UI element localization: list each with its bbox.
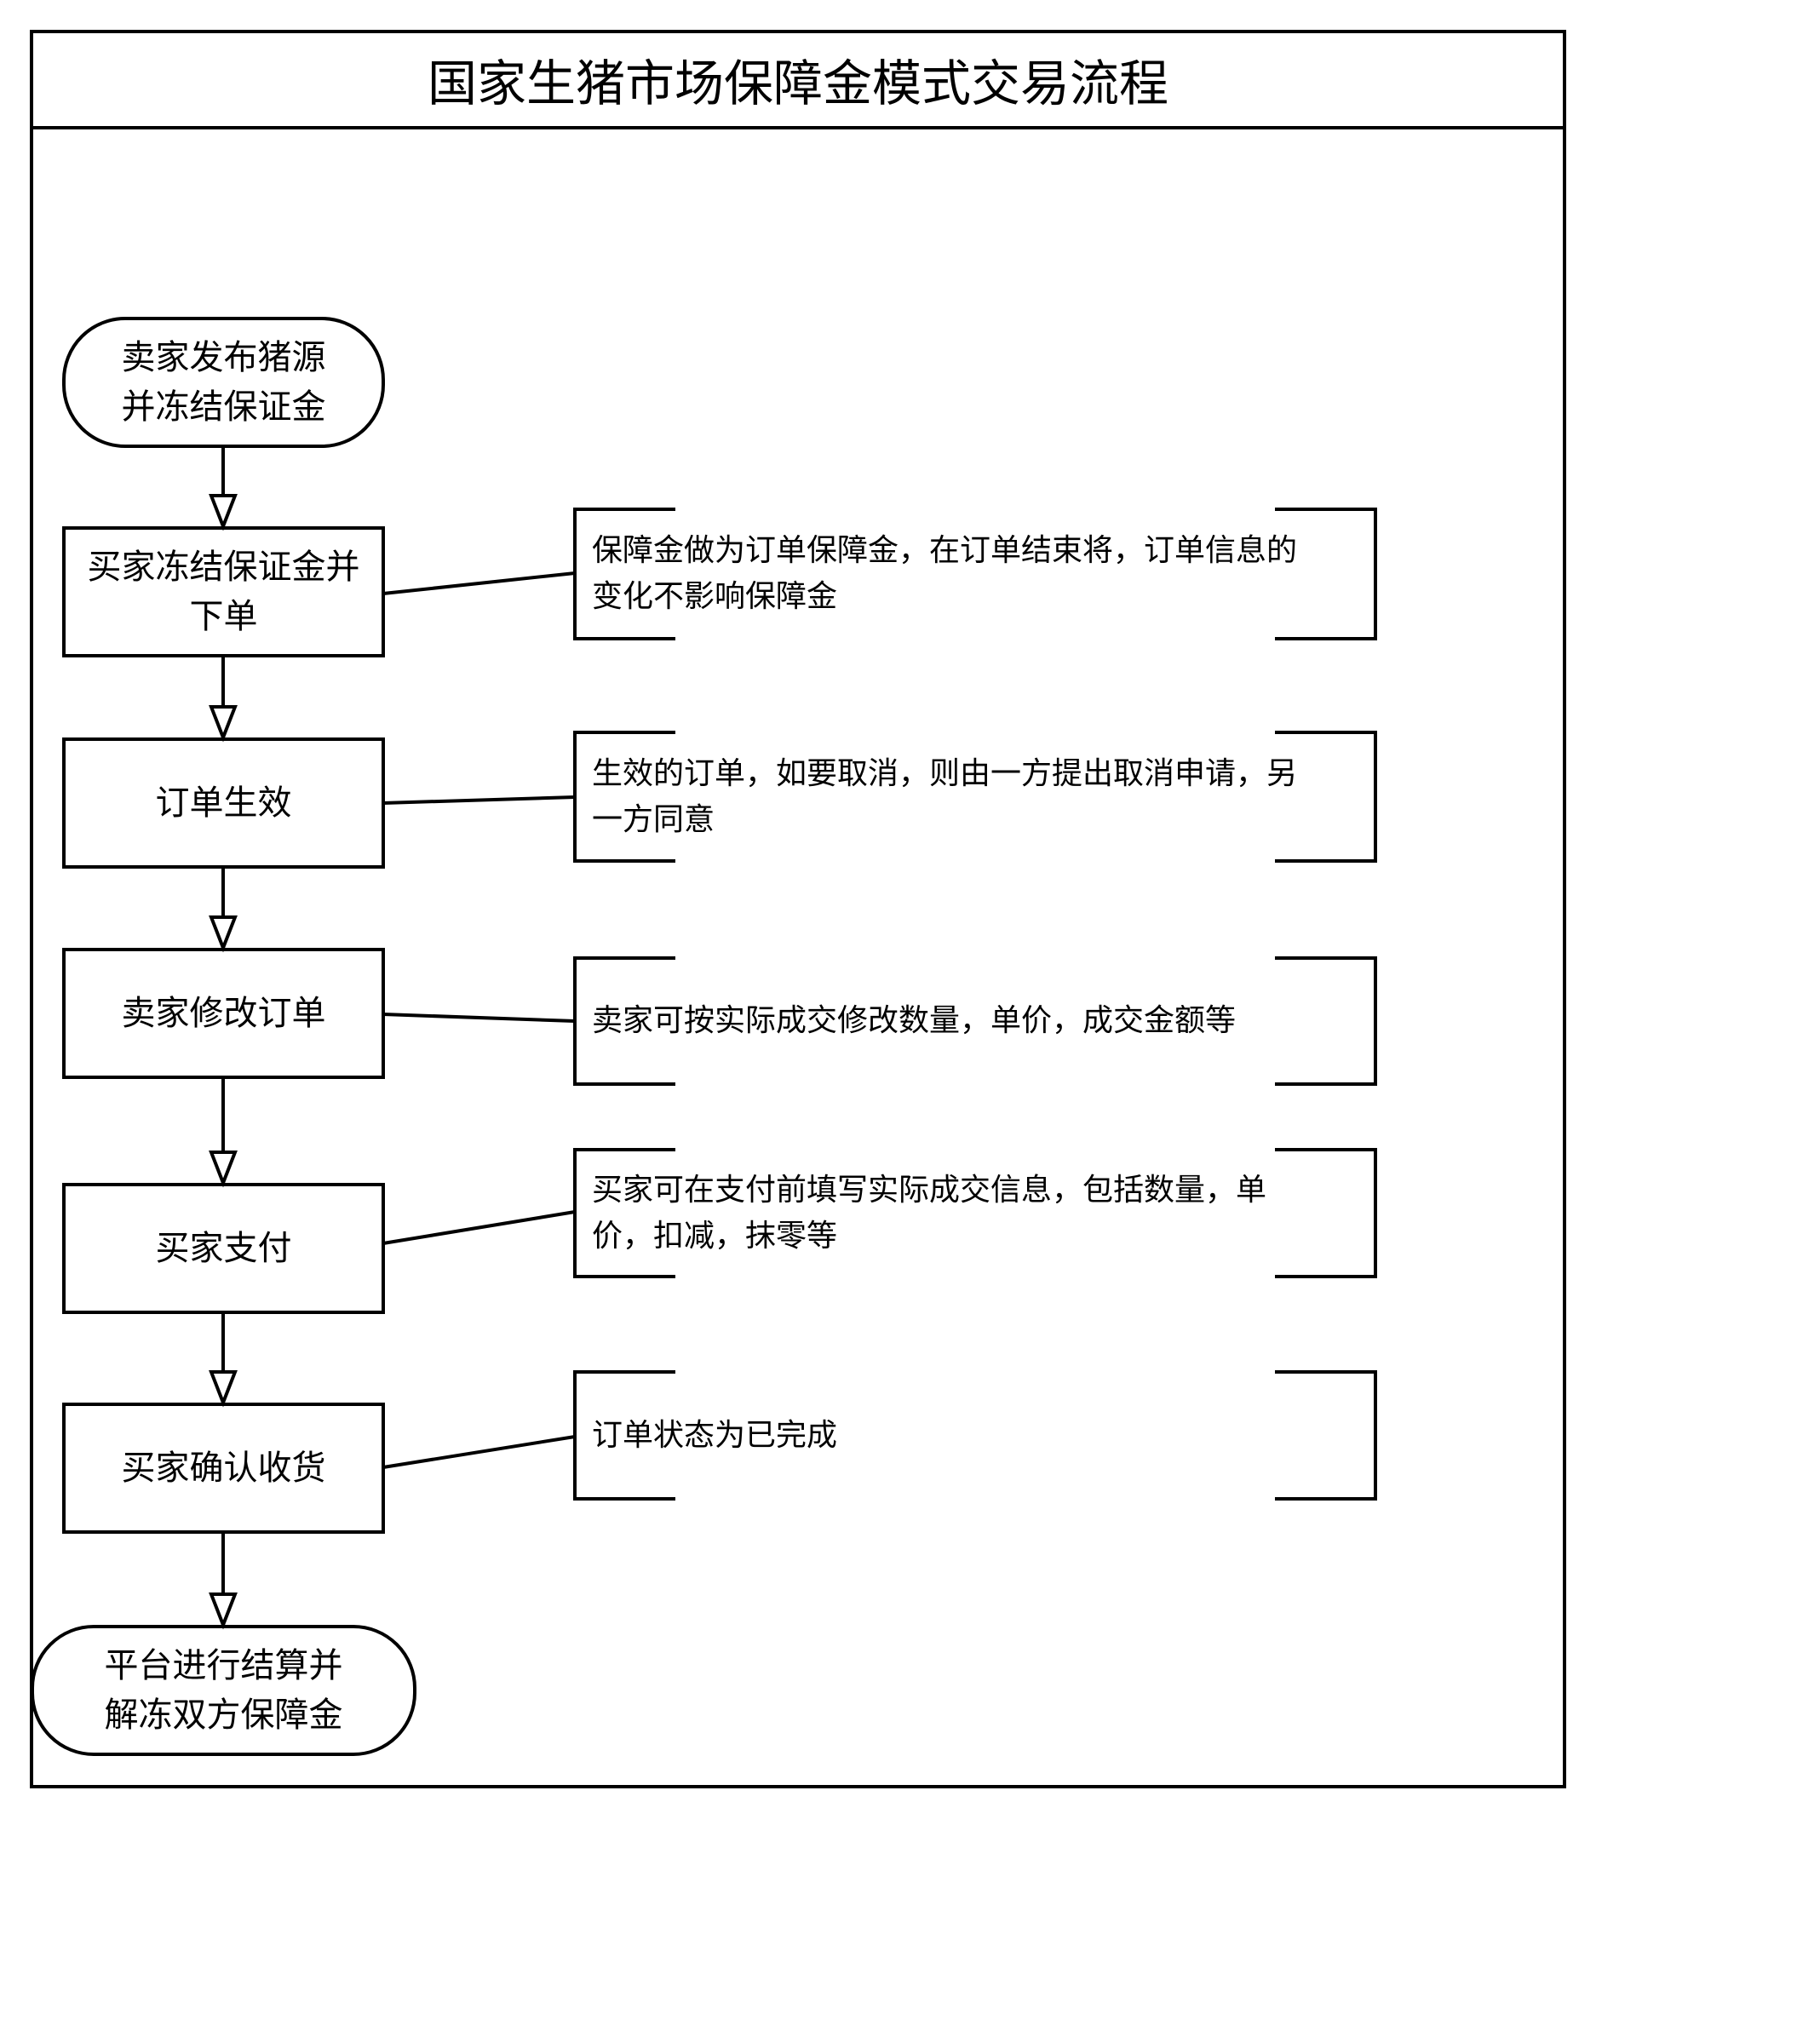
- annotation-bracket-left: [573, 508, 675, 640]
- annotation-text: 卖家可按实际成交修改数量，单价，成交金额等: [592, 1003, 1237, 1038]
- flow-node-seller-modify: [62, 948, 385, 1079]
- flow-node-label: 卖家发布猪源 并冻结保证金: [121, 338, 326, 427]
- annotation-bracket-right: [1275, 1148, 1377, 1278]
- annotation-bracket-left: [573, 956, 675, 1086]
- annotation-text: 保障金做为订单保障金，在订单结束将，订单信息的 变化不影响保障金: [592, 533, 1298, 614]
- annotation-bracket-right: [1275, 508, 1377, 640]
- annotation-connector: [382, 1013, 576, 1023]
- annotation-bracket-left: [573, 731, 675, 863]
- annotation-connector: [382, 571, 576, 595]
- flow-node-buyer-confirm: [62, 1403, 385, 1534]
- arrowhead-icon: [209, 1370, 238, 1408]
- flow-node-label: 买家冻结保证金并 下单: [87, 548, 360, 636]
- flow-node-label: 订单生效: [155, 783, 292, 823]
- flow-node-label: 平台进行结算并 解冻双方保障金: [104, 1646, 343, 1735]
- flow-node-label: 买家确认收货: [121, 1449, 326, 1488]
- annotation-text: 生效的订单，如要取消，则由一方提出取消申请，另 一方同意: [592, 755, 1298, 837]
- annotation-bracket-right: [1275, 956, 1377, 1086]
- flow-node-buyer-freeze: [62, 526, 385, 657]
- pool-frame: [30, 30, 1566, 1788]
- annotation-bracket-left: [573, 1370, 675, 1501]
- arrowhead-icon: [209, 915, 238, 953]
- arrowhead-icon: [209, 705, 238, 743]
- diagram-title: 国家生猪市场保障金模式交易流程: [427, 54, 1168, 112]
- annotation-connector: [382, 1435, 576, 1469]
- arrowhead-icon: [209, 494, 238, 531]
- arrowhead-icon: [209, 1151, 238, 1188]
- annotation-text: 订单状态为已完成: [592, 1417, 838, 1453]
- annotation-connector: [382, 795, 576, 805]
- annotation-connector: [382, 1210, 576, 1245]
- annotation-bracket-left: [573, 1148, 675, 1278]
- annotation-bracket-right: [1275, 1370, 1377, 1501]
- flow-node-buyer-pay: [62, 1183, 385, 1314]
- annotation-text: 买家可在支付前填写实际成交信息，包括数量，单 价，扣减，抹零等: [592, 1172, 1267, 1254]
- flow-node-label: 卖家修改订单: [121, 994, 326, 1033]
- arrowhead-icon: [209, 1593, 238, 1630]
- annotation-bracket-right: [1275, 731, 1377, 863]
- flow-node-label: 买家支付: [155, 1229, 292, 1268]
